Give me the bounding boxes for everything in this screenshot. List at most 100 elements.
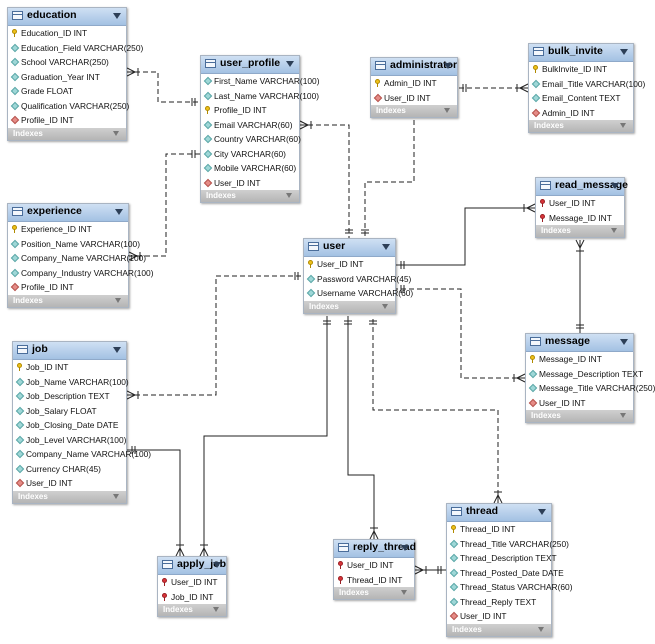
collapse-arrow-icon[interactable] [382, 244, 390, 250]
column-row[interactable]: Message_Description TEXT [526, 367, 643, 382]
collapse-arrow-icon[interactable] [401, 545, 409, 551]
indexes-section[interactable]: Indexes [526, 410, 633, 422]
column-row[interactable]: Graduation_Year INT [8, 70, 126, 85]
table-header[interactable]: education [8, 8, 126, 26]
relationship-administrator-to-user[interactable] [364, 104, 415, 238]
expand-arrow-icon[interactable] [444, 108, 450, 113]
column-row[interactable]: Job_Name VARCHAR(100) [13, 375, 129, 390]
column-row[interactable]: Thread_Posted_Date DATE [447, 566, 564, 581]
indexes-section[interactable]: Indexes [447, 623, 551, 636]
column-row[interactable]: Message_ID INT [526, 352, 633, 367]
expand-arrow-icon[interactable] [401, 590, 407, 595]
table-header[interactable]: thread [447, 504, 551, 522]
column-row[interactable]: Job_ID INT [13, 360, 126, 375]
column-row[interactable]: User_ID INT [536, 196, 624, 211]
table-header[interactable]: message [526, 334, 633, 352]
column-row[interactable]: Email VARCHAR(60) [201, 118, 299, 133]
column-row[interactable]: Experience_ID INT [8, 222, 128, 237]
table-header[interactable]: user_profile [201, 56, 299, 74]
column-row[interactable]: Thread_Title VARCHAR(250) [447, 537, 569, 552]
table-header[interactable]: read_message [536, 178, 628, 196]
expand-arrow-icon[interactable] [113, 493, 119, 499]
indexes-section[interactable]: Indexes [13, 490, 126, 503]
indexes-section[interactable]: Indexes [529, 120, 633, 132]
column-row[interactable]: Company_Name VARCHAR(100) [8, 251, 146, 266]
column-row[interactable]: User_ID INT [13, 476, 126, 491]
column-row[interactable]: Password VARCHAR(45) [304, 272, 411, 287]
collapse-arrow-icon[interactable] [286, 61, 294, 67]
table-header[interactable]: reply_thread [334, 540, 416, 558]
column-row[interactable]: User_ID INT [447, 609, 551, 624]
table-header[interactable]: experience [8, 204, 128, 222]
expand-arrow-icon[interactable] [213, 607, 219, 612]
collapse-arrow-icon[interactable] [538, 509, 546, 515]
column-row[interactable]: Job_Level VARCHAR(100) [13, 433, 126, 448]
column-row[interactable]: Company_Industry VARCHAR(100) [8, 266, 154, 281]
column-row[interactable]: Email_Content TEXT [529, 91, 633, 106]
column-row[interactable]: User_ID INT [371, 91, 457, 106]
column-row[interactable]: Admin_ID INT [371, 76, 457, 91]
column-row[interactable]: User_ID INT [201, 176, 299, 191]
indexes-section[interactable]: Indexes [201, 190, 299, 202]
indexes-section[interactable]: Indexes [536, 225, 624, 237]
column-row[interactable]: Profile_ID INT [8, 113, 126, 128]
collapse-arrow-icon[interactable] [113, 13, 121, 19]
column-row[interactable]: User_ID INT [334, 558, 414, 573]
collapse-arrow-icon[interactable] [620, 49, 628, 55]
collapse-arrow-icon[interactable] [115, 209, 123, 215]
column-row[interactable]: Message_ID INT [536, 211, 624, 226]
collapse-arrow-icon[interactable] [213, 562, 221, 568]
column-row[interactable]: User_ID INT [158, 575, 226, 590]
column-row[interactable]: Profile_ID INT [201, 103, 299, 118]
column-row[interactable]: Mobile VARCHAR(60) [201, 161, 299, 176]
column-row[interactable]: Thread_Description TEXT [447, 551, 557, 566]
collapse-arrow-icon[interactable] [113, 347, 121, 353]
column-row[interactable]: Job_Description TEXT [13, 389, 126, 404]
expand-arrow-icon[interactable] [115, 297, 121, 303]
column-row[interactable]: User_ID INT [526, 396, 633, 411]
relationship-apply-job-to-user[interactable] [203, 316, 328, 556]
indexes-section[interactable]: Indexes [304, 300, 395, 313]
table-header[interactable]: user [304, 239, 395, 257]
relationship-education-to-user-profile[interactable] [127, 71, 200, 103]
column-row[interactable]: Admin_ID INT [529, 106, 633, 121]
expand-arrow-icon[interactable] [611, 228, 617, 233]
relationship-thread-to-user[interactable] [372, 316, 499, 503]
indexes-section[interactable]: Indexes [8, 127, 126, 140]
column-row[interactable]: User_ID INT [304, 257, 395, 272]
column-row[interactable]: Message_Title VARCHAR(250) [526, 381, 655, 396]
column-row[interactable]: Job_Salary FLOAT [13, 404, 126, 419]
relationship-user-profile-to-user[interactable] [300, 124, 350, 238]
indexes-section[interactable]: Indexes [8, 294, 128, 307]
column-row[interactable]: Currency CHAR(45) [13, 462, 126, 477]
column-row[interactable]: Job_ID INT [158, 590, 226, 605]
expand-arrow-icon[interactable] [620, 123, 626, 128]
column-row[interactable]: Country VARCHAR(60) [201, 132, 301, 147]
collapse-arrow-icon[interactable] [611, 183, 619, 189]
column-row[interactable]: Position_Name VARCHAR(100) [8, 237, 140, 252]
relationship-apply-job-to-job[interactable] [127, 449, 181, 556]
expand-arrow-icon[interactable] [113, 130, 119, 136]
expand-arrow-icon[interactable] [620, 413, 626, 418]
relationship-read-message-to-user[interactable] [396, 207, 535, 266]
indexes-section[interactable]: Indexes [371, 105, 457, 117]
collapse-arrow-icon[interactable] [444, 63, 452, 69]
column-row[interactable]: Education_Field VARCHAR(250) [8, 41, 143, 56]
indexes-section[interactable]: Indexes [158, 604, 226, 616]
column-row[interactable]: Job_Closing_Date DATE [13, 418, 126, 433]
column-row[interactable]: First_Name VARCHAR(100) [201, 74, 319, 89]
column-row[interactable]: Email_Title VARCHAR(100) [529, 77, 645, 92]
relationship-experience-to-user-profile[interactable] [129, 153, 200, 257]
column-row[interactable]: Profile_ID INT [8, 280, 128, 295]
expand-arrow-icon[interactable] [382, 303, 388, 309]
column-row[interactable]: Thread_ID INT [447, 522, 551, 537]
